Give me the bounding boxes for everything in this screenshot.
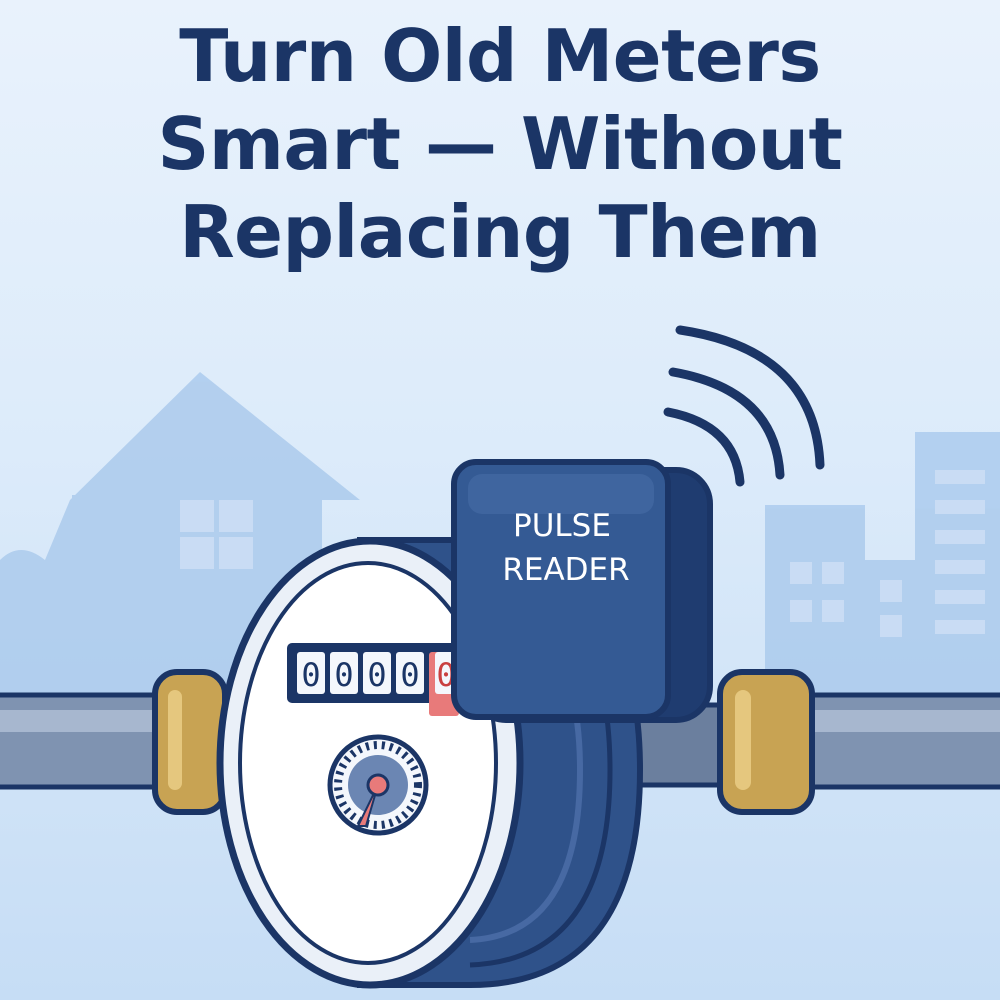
brass-coupling-right xyxy=(717,669,815,815)
wireless-signal-icon xyxy=(663,325,825,487)
pulse-reader-device: PULSE READER xyxy=(451,459,713,723)
odometer: 0 0 0 0 0 xyxy=(287,643,459,716)
headline-line-1: Turn Old Meters xyxy=(179,14,821,98)
brass-coupling-left xyxy=(152,669,228,815)
house-windows xyxy=(180,500,253,569)
headline: Turn Old Meters Smart — Without Replacin… xyxy=(0,12,1000,276)
headline-line-3: Replacing Them xyxy=(179,190,821,274)
pipe-left xyxy=(0,692,178,790)
headline-line-2: Smart — Without xyxy=(157,102,843,186)
pulse-reader-label-line-1: PULSE xyxy=(513,508,611,544)
flow-dial-icon xyxy=(327,734,429,836)
pipe-right xyxy=(797,692,1000,790)
odometer-digit-2: 0 xyxy=(334,656,353,694)
odometer-digit-1: 0 xyxy=(301,656,320,694)
building-windows xyxy=(790,470,985,637)
pulse-reader-label-line-2: READER xyxy=(502,552,629,588)
odometer-digit-3: 0 xyxy=(367,656,386,694)
odometer-digit-4: 0 xyxy=(400,656,419,694)
odometer-digit-5: 0 xyxy=(436,656,455,694)
